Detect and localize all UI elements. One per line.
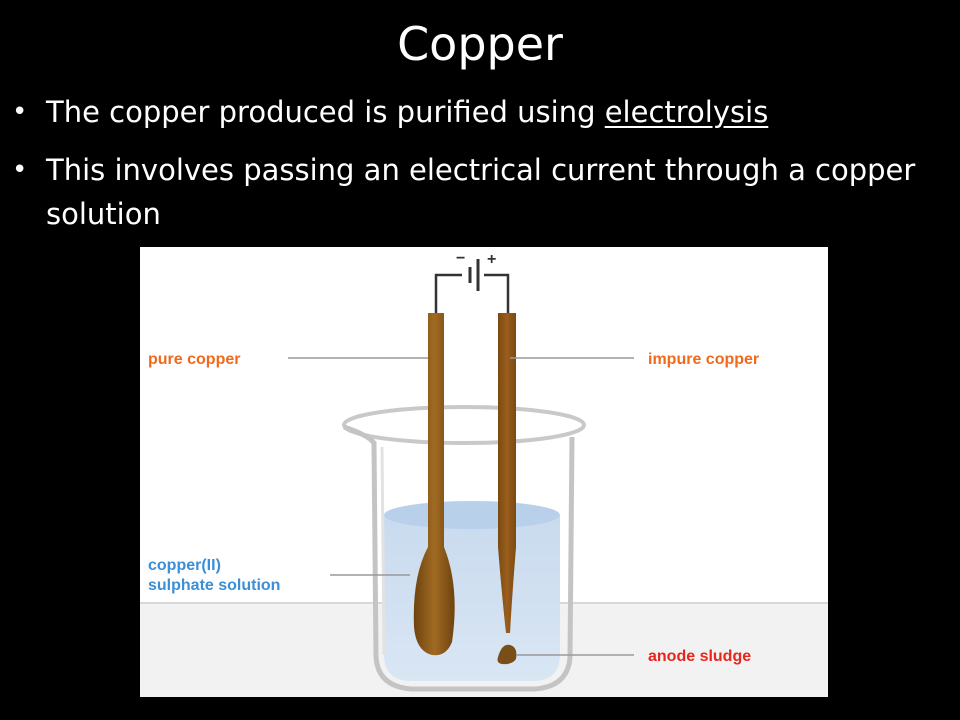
pure-copper-cathode bbox=[413, 313, 455, 656]
bullet-underlined-term: electrolysis bbox=[604, 95, 769, 129]
anode-sludge-pile bbox=[497, 644, 517, 665]
bullet-item: • The copper produced is purified using … bbox=[10, 90, 950, 134]
plus-sign: + bbox=[487, 251, 496, 268]
impure-copper-anode bbox=[498, 313, 516, 633]
beaker-rim bbox=[342, 405, 586, 445]
bullet-dot-icon: • bbox=[12, 155, 28, 185]
label-pure-copper: pure copper bbox=[148, 351, 240, 368]
wire-right bbox=[484, 273, 510, 317]
label-anode-sludge: anode sludge bbox=[648, 648, 751, 665]
bullet-item: • This involves passing an electrical cu… bbox=[10, 148, 950, 236]
label-impure-copper: impure copper bbox=[648, 351, 759, 368]
beaker-highlight bbox=[380, 446, 386, 656]
bullet-dot-icon: • bbox=[12, 97, 28, 127]
beaker-wall bbox=[343, 424, 575, 692]
label-solution-line1: copper(II) bbox=[148, 557, 221, 574]
slide-title: Copper bbox=[397, 17, 563, 71]
bullet-list: • The copper produced is purified using … bbox=[10, 90, 950, 250]
solution-surface bbox=[384, 501, 560, 529]
bullet-text: The copper produced is purified using bbox=[46, 95, 605, 129]
minus-sign: − bbox=[456, 250, 465, 267]
wire-left bbox=[434, 273, 462, 317]
label-solution-line2: sulphate solution bbox=[148, 577, 280, 594]
bullet-text: This involves passing an electrical curr… bbox=[46, 153, 916, 231]
electrolysis-diagram-svg: − + pure copper impure copper copper(II)… bbox=[140, 250, 828, 697]
electrolysis-diagram: − + pure copper impure copper copper(II)… bbox=[140, 247, 828, 697]
